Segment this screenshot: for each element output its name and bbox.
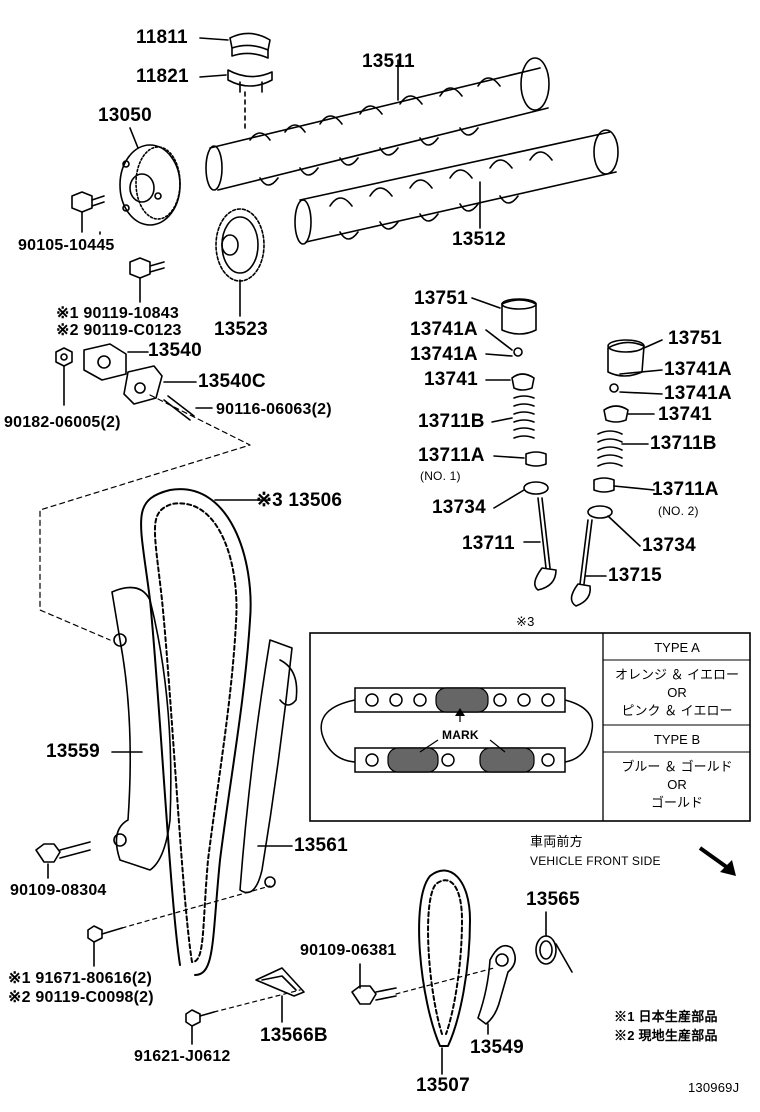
label-13511: 13511 (362, 51, 415, 72)
label-13711a-no2: 13711A (652, 479, 719, 500)
gasket-13540c-drawing (123, 365, 163, 405)
label-no2: (NO. 2) (658, 504, 699, 518)
label-13711b-no1: 13711B (418, 411, 485, 432)
label-91671-80616: ※1 91671-80616(2) (8, 970, 153, 987)
camshaft-13511-drawing (205, 57, 550, 191)
label-90105-10445: 90105-10445 (18, 237, 115, 254)
label-13715: 13715 (608, 565, 662, 586)
label-13523: 13523 (214, 319, 268, 340)
label-13561: 13561 (294, 835, 348, 856)
label-13751-no1: 13751 (414, 288, 468, 309)
mark-link-hatched (387, 687, 535, 773)
box-ref-label: ※3 (516, 614, 535, 629)
spring-13565-drawing (535, 935, 573, 973)
bolt-91671-drawing (87, 925, 123, 943)
label-90182-06005: 90182-06005(2) (4, 414, 121, 431)
bolt-90109-06381-drawing (351, 985, 397, 1005)
label-13540c: 13540C (198, 371, 266, 392)
label-90119-10843: ※1 90119-10843 (56, 305, 179, 322)
label-91621-j0612: 91621-J0612 (134, 1048, 231, 1065)
label-13507: 13507 (416, 1075, 470, 1096)
bearing-11821-drawing (227, 69, 273, 93)
chain-guide-13559-drawing (111, 586, 172, 871)
label-13559: 13559 (46, 741, 100, 762)
label-13549: 13549 (470, 1037, 524, 1058)
label-13741a-no2-a: 13741A (664, 359, 732, 380)
label-90119-c0123: ※2 90119-C0123 (56, 322, 182, 339)
label-13741a-no1-a: 13741A (410, 319, 478, 340)
label-13050: 13050 (98, 105, 152, 126)
type-a-line2: ピンク ＆ イエロー (621, 703, 733, 718)
type-a-or: OR (667, 685, 687, 700)
type-a-header: TYPE A (654, 640, 700, 655)
label-13565: 13565 (526, 889, 580, 910)
label-13540: 13540 (148, 340, 202, 361)
damper-13566b-drawing (255, 967, 305, 997)
label-90109-06381: 90109-06381 (300, 942, 397, 959)
label-11811: 11811 (136, 27, 188, 48)
type-b-line2: ゴールド (650, 795, 703, 810)
mark-label: MARK (442, 728, 479, 742)
label-13506: ※3 13506 (256, 490, 343, 511)
chain-guide-13561-drawing (239, 639, 298, 894)
stud-90116-drawing (163, 395, 195, 421)
label-13711: 13711 (462, 533, 515, 554)
camshaft-13512-drawing (294, 129, 619, 245)
nut-90182-drawing (55, 347, 73, 367)
label-13734-no1: 13734 (432, 497, 486, 518)
type-b-header: TYPE B (653, 732, 701, 747)
bearing-11811-drawing (229, 32, 271, 59)
label-13711b-no2: 13711B (650, 433, 717, 454)
tensioner-13540-drawing (83, 343, 127, 381)
note-1: ※1 日本生産部品 (614, 1009, 718, 1024)
note-2: ※2 現地生産部品 (614, 1028, 718, 1043)
label-90116-06063: 90116-06063(2) (216, 401, 332, 418)
bolt-90105-drawing (71, 191, 105, 213)
tensioner-arm-13549-drawing (477, 944, 516, 1025)
bolt-90119-drawing (129, 257, 165, 279)
label-90119-c0098: ※2 90119-C0098(2) (8, 989, 154, 1006)
label-11821: 11821 (136, 66, 189, 87)
type-b-line1: ブルー ＆ ゴールド (621, 759, 733, 774)
front-direction-arrow-icon (698, 846, 736, 876)
chain-mark-reference-box (309, 632, 751, 822)
chain-13507-drawing (418, 869, 471, 1047)
timing-chain-13506-drawing (140, 488, 252, 976)
label-no1: (NO. 1) (420, 469, 461, 483)
front-label-en: VEHICLE FRONT SIDE (530, 854, 661, 868)
front-label-jp: 車両前方 (530, 834, 583, 849)
sprocket-13523-drawing (215, 208, 265, 282)
label-13751-no2: 13751 (668, 328, 722, 349)
label-13741-no1: 13741 (424, 369, 478, 390)
vvt-gear-13050-drawing (119, 144, 181, 226)
label-90109-08304: 90109-08304 (10, 882, 107, 899)
type-a-line1: オレンジ ＆ イエロー (614, 667, 740, 682)
label-13734-no2: 13734 (642, 535, 696, 556)
valve-train-no1-drawing (501, 298, 557, 591)
bolt-90109-08304-drawing (35, 841, 91, 863)
diagram-id: 130969J (688, 1080, 740, 1095)
label-13512: 13512 (452, 229, 506, 250)
bolt-91621-drawing (185, 1009, 215, 1027)
label-13566b: 13566B (260, 1025, 328, 1046)
label-13711a-no1: 13711A (418, 445, 485, 466)
label-13741a-no1-b: 13741A (410, 344, 478, 365)
label-13741a-no2-b: 13741A (664, 383, 732, 404)
type-b-or: OR (667, 777, 687, 792)
label-13741-no2: 13741 (658, 404, 712, 425)
